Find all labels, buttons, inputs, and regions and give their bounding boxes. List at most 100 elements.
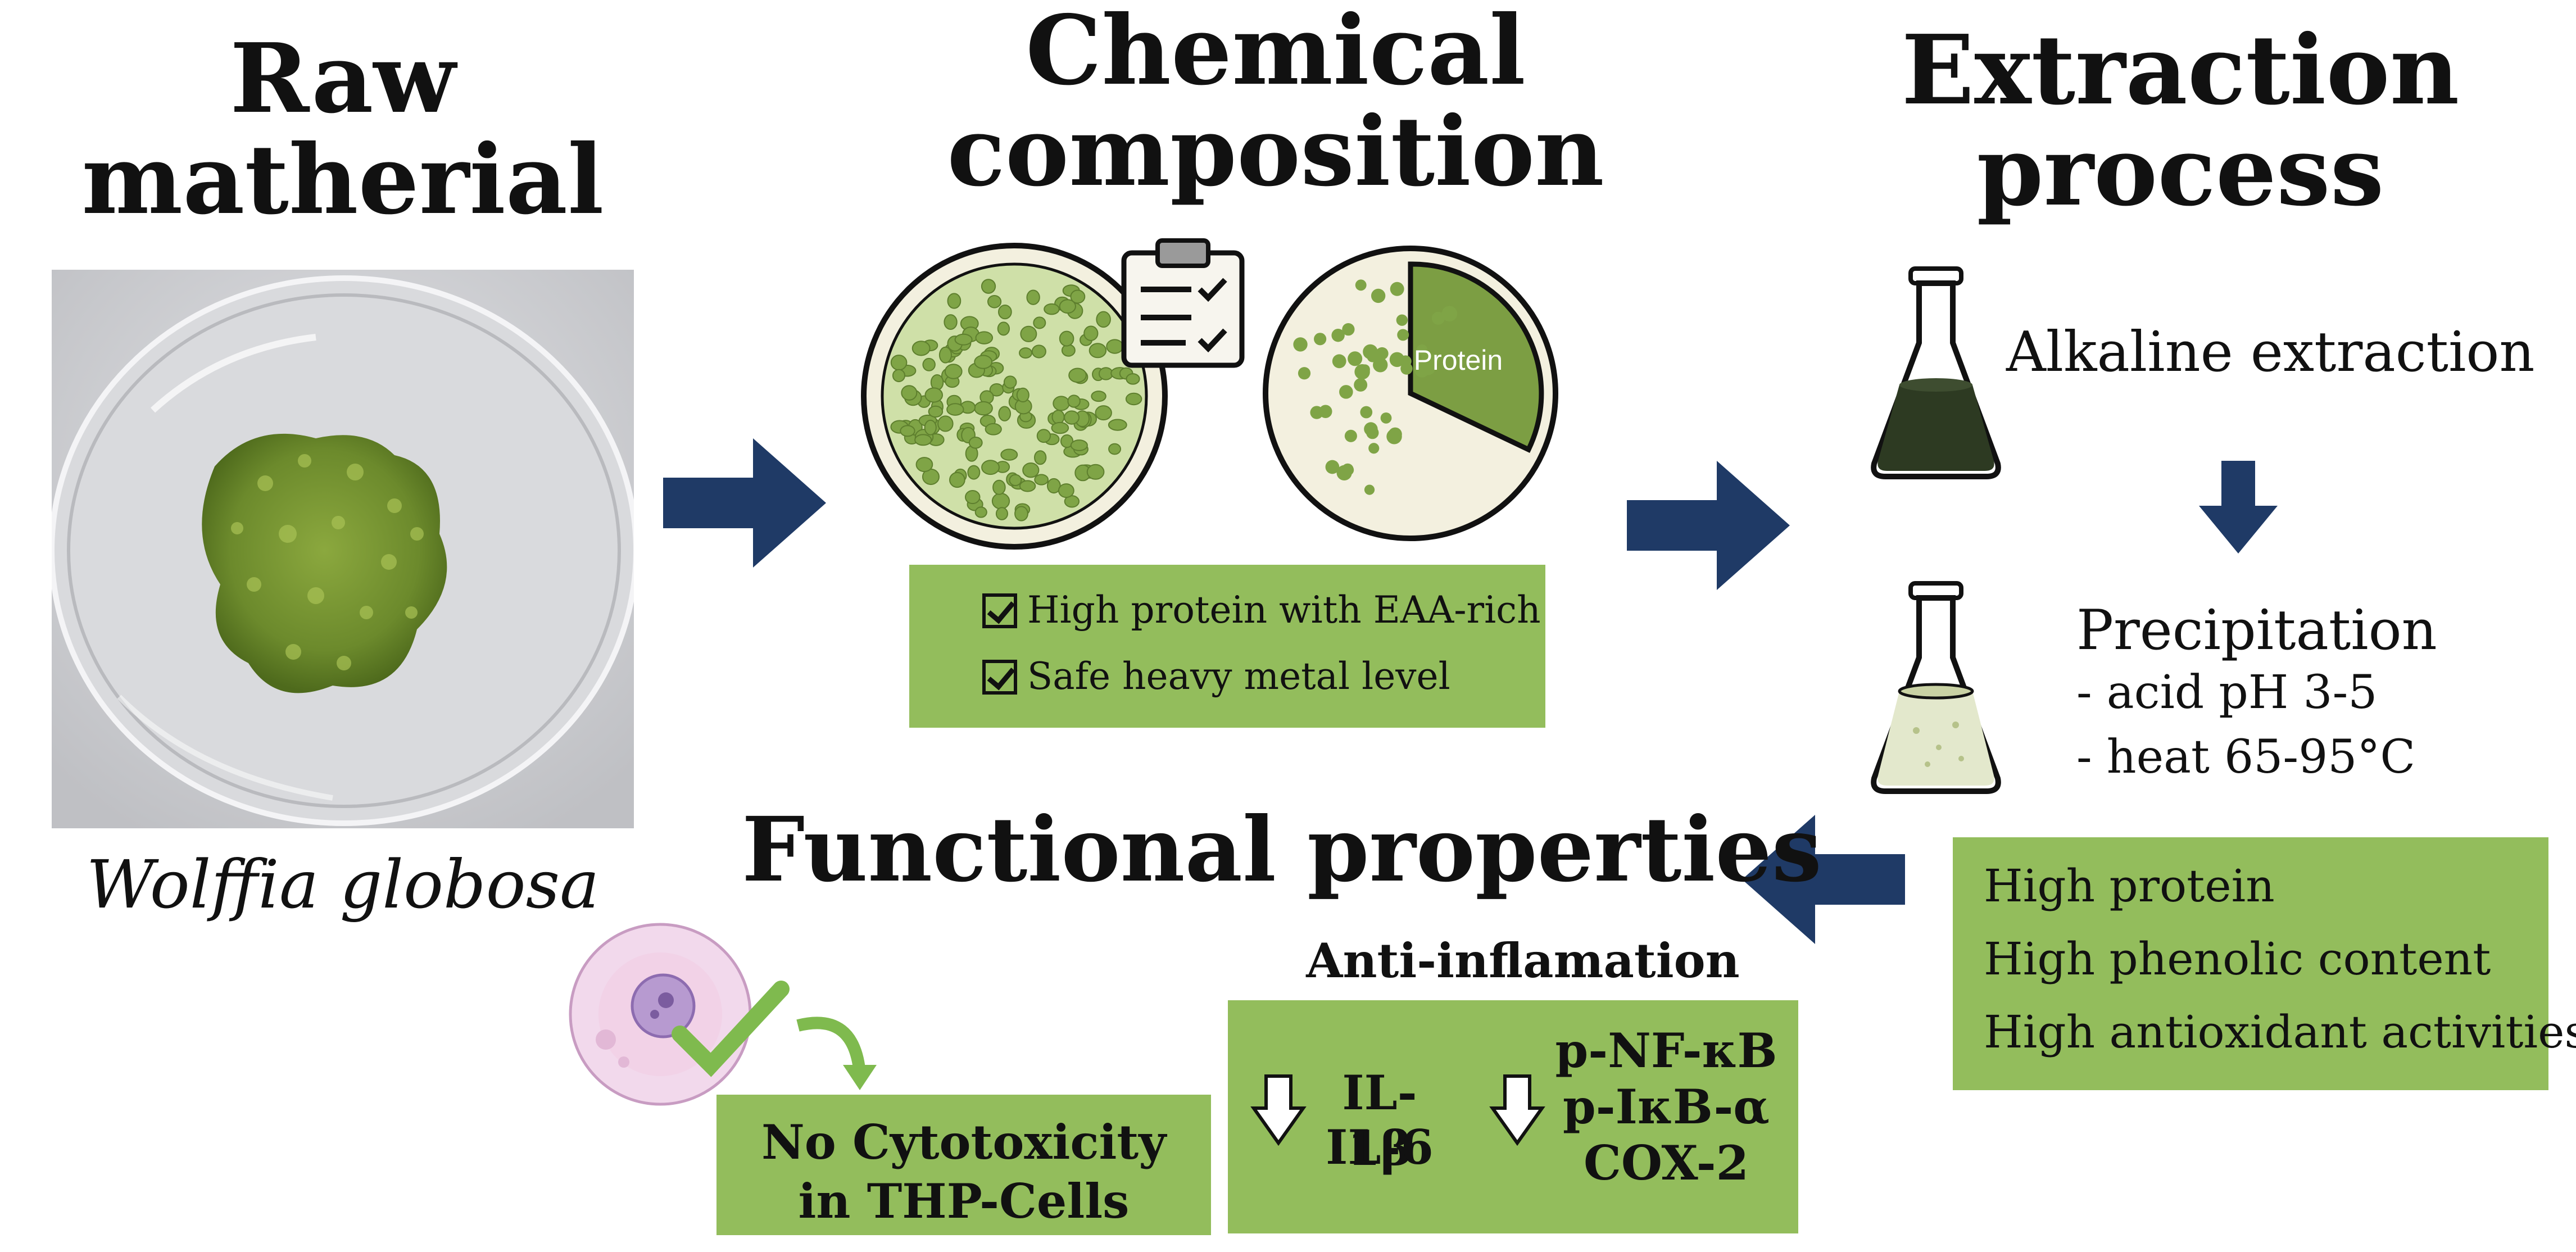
particle <box>991 492 1010 510</box>
arrow-down <box>2199 461 2278 554</box>
particle <box>1058 483 1074 498</box>
particle <box>987 295 1002 309</box>
particle <box>928 405 944 418</box>
particle <box>1314 333 1327 346</box>
clipboard-checklist-icon <box>1121 238 1245 368</box>
cytotoxicity-text: No Cytotoxicity in THP-Cells <box>761 1114 1167 1229</box>
particle <box>1125 392 1142 406</box>
particle <box>1095 405 1112 421</box>
particle <box>1428 354 1440 365</box>
protein-pie-label: Protein <box>1413 344 1503 376</box>
particle <box>947 293 962 309</box>
particle <box>1293 337 1308 352</box>
particle <box>1348 351 1363 366</box>
cells-dish-icon <box>861 243 1168 550</box>
precipitation-detail: - acid pH 3-5 <box>2076 666 2378 719</box>
particle <box>1386 429 1402 444</box>
particle <box>1108 419 1127 431</box>
particle <box>974 506 987 518</box>
raw-material-title: Raw matherial <box>62 22 624 237</box>
particle <box>1344 429 1357 442</box>
particle <box>1342 323 1355 336</box>
particle <box>946 403 964 416</box>
result-item: High protein <box>1984 860 2275 912</box>
particle <box>1332 354 1346 369</box>
composition-checks-box: High protein with EAA-rich Safe heavy me… <box>909 565 1545 728</box>
particle <box>1059 330 1074 347</box>
particle <box>1373 357 1388 373</box>
particle <box>1431 311 1445 325</box>
particle <box>1033 450 1047 465</box>
particle <box>1355 279 1367 291</box>
check-item: High protein with EAA-rich <box>982 588 1541 632</box>
checkbox-icon <box>982 660 1017 695</box>
particle <box>1019 480 1036 492</box>
flask-light-icon <box>1871 581 2001 794</box>
particle <box>1390 282 1404 296</box>
particle <box>1331 329 1345 342</box>
petri-dish-image <box>52 270 634 828</box>
result-item: High phenolic content <box>1984 933 2491 985</box>
raw-material-title-text: Raw matherial <box>81 22 604 237</box>
precipitation-title: Precipitation <box>2076 598 2437 663</box>
particle <box>1061 344 1076 357</box>
particle <box>937 415 954 432</box>
particle <box>974 355 993 369</box>
particle <box>997 321 1010 336</box>
result-item: High antioxidant activities <box>1984 1006 2576 1058</box>
particle <box>938 346 952 364</box>
arrow-left <box>1742 815 1905 944</box>
particle <box>1336 465 1352 481</box>
marker-label: COX-2 <box>1583 1135 1749 1191</box>
down-arrow-icon <box>1489 1074 1545 1146</box>
particle <box>890 355 908 371</box>
particle <box>1009 474 1022 487</box>
arrow-right-2 <box>1627 461 1790 590</box>
arrow-right-1 <box>663 438 826 568</box>
particle <box>1441 306 1458 321</box>
particle <box>1014 506 1028 521</box>
particle <box>1034 474 1049 486</box>
particle <box>1086 464 1105 480</box>
particle <box>1036 429 1051 443</box>
particle <box>1067 394 1081 408</box>
check-item-text: High protein with EAA-rich <box>1027 588 1541 632</box>
particle <box>998 406 1012 421</box>
particle <box>954 333 973 346</box>
extraction-process-title: Extraction process <box>1871 20 2489 223</box>
particle <box>1364 484 1375 495</box>
particle <box>1399 355 1412 368</box>
particle <box>985 423 1002 436</box>
particle <box>1397 329 1409 341</box>
particle <box>1020 325 1037 342</box>
particle <box>924 387 944 403</box>
particle <box>949 471 965 488</box>
chemical-composition-title-text: Chemical composition <box>947 0 1604 208</box>
anti-inflammation-title: Anti-inflamation <box>1306 933 1740 988</box>
particle <box>1376 347 1389 360</box>
particle <box>1339 385 1353 399</box>
down-arrow-icon <box>1250 1074 1307 1146</box>
particle <box>1016 387 1030 403</box>
particle <box>968 436 983 449</box>
species-name: Wolffia globosa <box>86 846 600 923</box>
particle <box>1019 347 1033 359</box>
marker-label: IL-6 <box>1326 1119 1434 1175</box>
particle <box>1360 406 1373 419</box>
particle <box>1325 460 1340 474</box>
particle <box>1091 391 1106 402</box>
particle <box>1070 289 1086 304</box>
particle <box>1031 344 1046 359</box>
marker-label: p-IκB-α <box>1563 1079 1770 1135</box>
particle <box>901 385 918 401</box>
particle <box>1367 351 1378 362</box>
particle <box>981 460 1000 475</box>
particle <box>1064 410 1080 425</box>
particle <box>992 479 1006 495</box>
particle <box>964 489 981 505</box>
particle <box>1003 375 1017 389</box>
particle <box>997 304 1012 320</box>
particle <box>1298 367 1311 380</box>
marker-label: p-NF-κB <box>1555 1023 1777 1078</box>
particle <box>1396 314 1408 326</box>
